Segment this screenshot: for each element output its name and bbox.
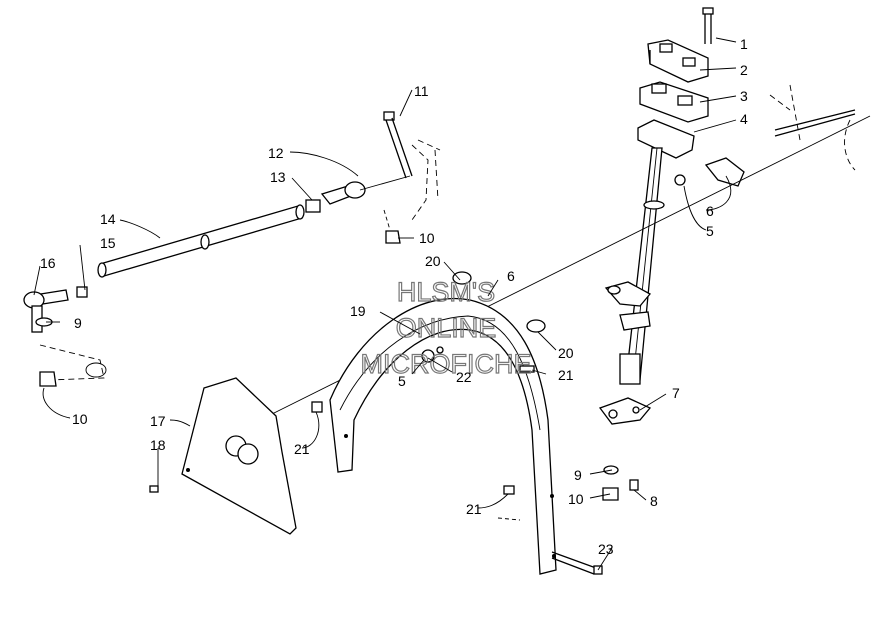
callout-21-right: 21 <box>558 367 574 383</box>
callout-13: 13 <box>270 169 286 185</box>
callout-7: 7 <box>672 385 680 401</box>
callout-10-right: 10 <box>568 491 584 507</box>
callout-16: 16 <box>40 255 56 271</box>
callout-15: 15 <box>100 235 116 251</box>
leader-lines <box>33 37 737 571</box>
callout-5-frame: 5 <box>398 373 406 389</box>
callout-10-left: 10 <box>72 411 88 427</box>
watermark-line1: HLSM'S <box>397 277 495 307</box>
callout-6-right: 6 <box>706 203 714 219</box>
steering-shield <box>149 377 297 535</box>
callout-1: 1 <box>740 36 748 52</box>
callout-19: 19 <box>350 303 366 319</box>
callout-21-left: 21 <box>294 441 310 457</box>
callout-21-bottom: 21 <box>466 501 482 517</box>
callout-17: 17 <box>150 413 166 429</box>
callout-20-top: 20 <box>425 253 441 269</box>
callout-9-left: 9 <box>74 315 82 331</box>
callout-9-right: 9 <box>574 467 582 483</box>
watermark-line3: MICROFICHE <box>361 349 532 379</box>
callout-3: 3 <box>740 88 748 104</box>
callout-11: 11 <box>414 83 429 99</box>
watermark-line2: ONLINE <box>396 313 497 343</box>
callout-22: 22 <box>456 369 472 385</box>
watermark: HLSM'S ONLINE MICROFICHE <box>360 276 532 379</box>
callout-labels: 1 2 3 4 5 5 6 6 7 8 9 9 10 10 10 11 12 1… <box>40 36 748 557</box>
callout-2: 2 <box>740 62 748 78</box>
callout-5-right: 5 <box>706 223 714 239</box>
callout-12: 12 <box>268 145 284 161</box>
steering-post-assembly <box>259 7 871 501</box>
callout-8: 8 <box>650 493 658 509</box>
callout-14: 14 <box>100 211 116 227</box>
callout-20-right: 20 <box>558 345 574 361</box>
tie-rod-assembly <box>23 111 441 387</box>
callout-18: 18 <box>150 437 166 453</box>
callout-4: 4 <box>740 111 748 127</box>
callout-6-frame: 6 <box>507 268 515 284</box>
callout-10-top: 10 <box>419 230 435 246</box>
callout-23: 23 <box>598 541 614 557</box>
